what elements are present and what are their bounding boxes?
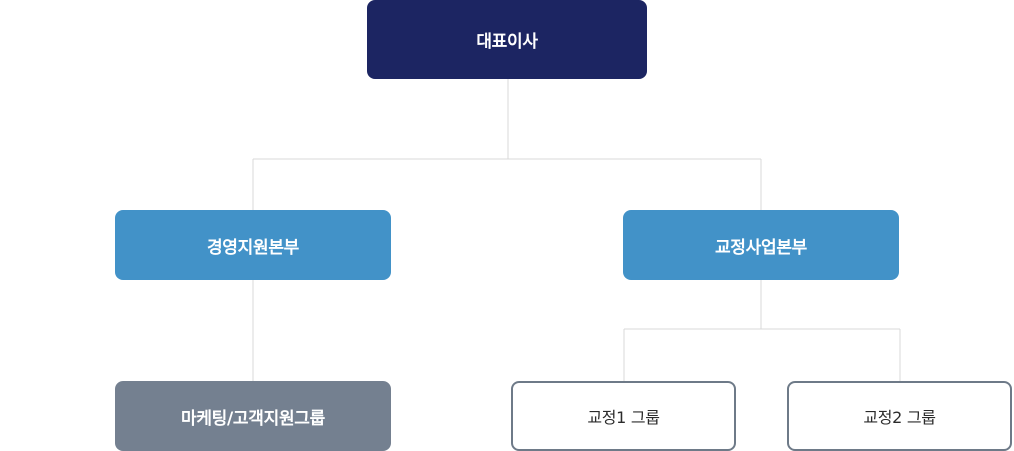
division-calibration-business: 교정사업본부 [623, 210, 899, 280]
ceo-node: 대표이사 [367, 0, 647, 79]
team-calibration-1: 교정1 그룹 [511, 381, 736, 451]
division-label: 경영지원본부 [206, 237, 300, 258]
team-label: 마케팅/고객지원그룹 [181, 408, 325, 429]
division-label: 교정사업본부 [714, 237, 808, 258]
team-label: 교정2 그룹 [863, 408, 936, 427]
team-marketing-customer-support: 마케팅/고객지원그룹 [115, 381, 391, 451]
team-calibration-2: 교정2 그룹 [787, 381, 1012, 451]
team-label: 교정1 그룹 [587, 408, 660, 427]
division-management-support: 경영지원본부 [115, 210, 391, 280]
ceo-label: 대표이사 [476, 32, 538, 52]
